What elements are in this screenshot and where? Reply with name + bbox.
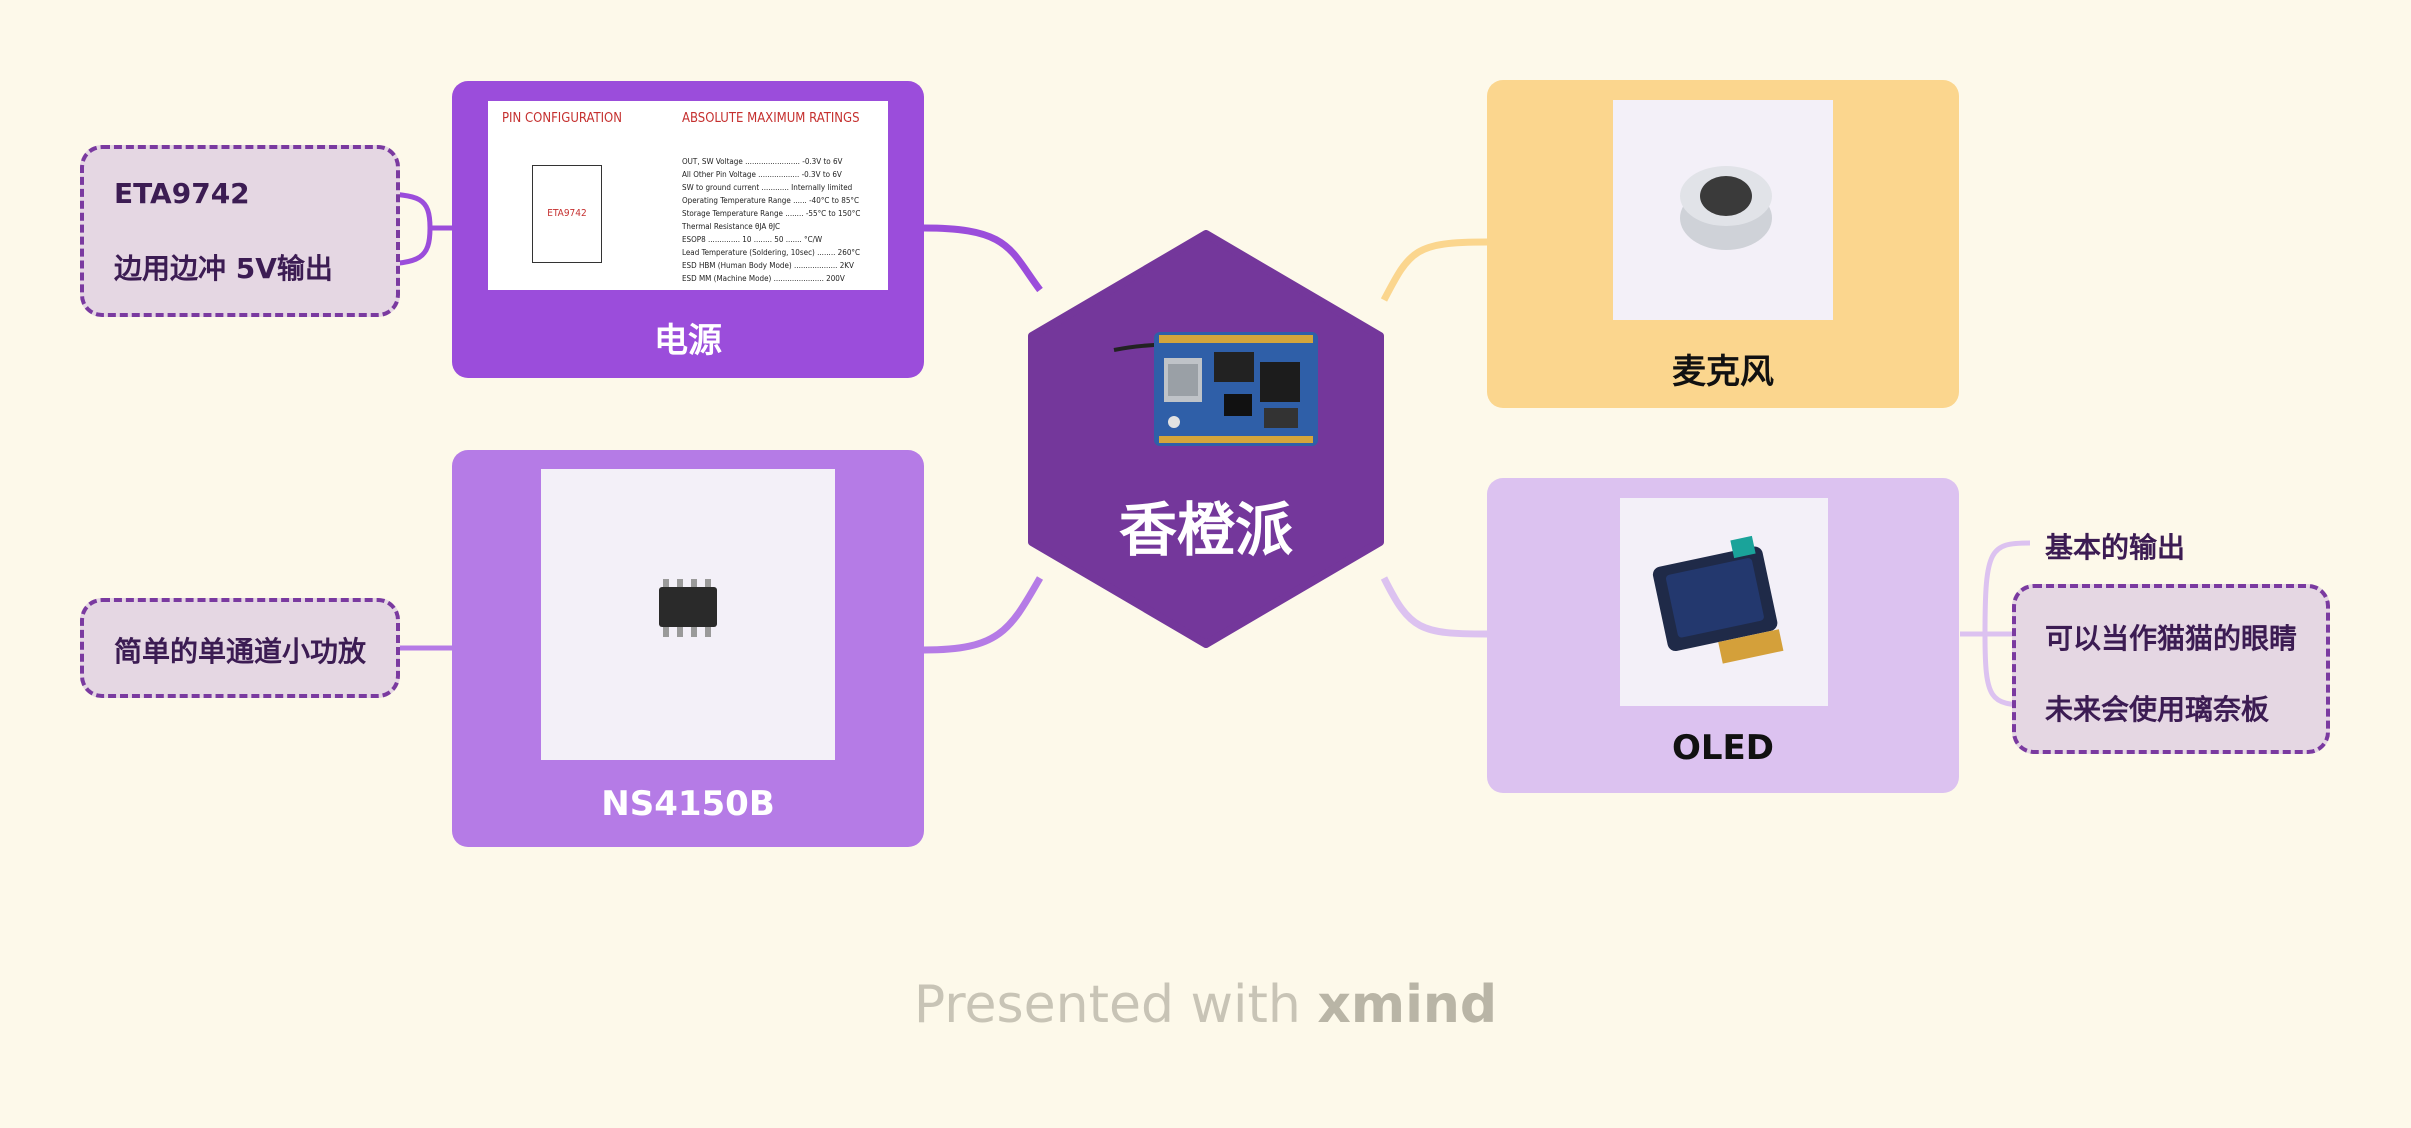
datasheet-line: ESOP8 .............. 10 ........ 50 ....… [682, 235, 823, 244]
datasheet-line: Thermal Resistance θJA θJC [682, 222, 781, 231]
central-topic[interactable]: 香橙派 [1024, 230, 1388, 648]
datasheet-line: OUT, SW Voltage ........................… [682, 157, 843, 166]
datasheet-line: ESD HBM (Human Body Mode) ..............… [682, 261, 854, 270]
orange-pi-board-image [1113, 332, 1318, 446]
topic-microphone[interactable]: 麦克风 [1487, 80, 1959, 408]
datasheet-chip-diagram: ETA9742 [532, 165, 602, 263]
leaf-eta9742[interactable]: ETA9742 [114, 177, 250, 210]
topic-ns4150b-title: NS4150B [601, 784, 775, 824]
xmind-logo-text: xmind [1317, 975, 1498, 1035]
oled-module-image [1620, 498, 1828, 706]
link-center-amp [923, 576, 1044, 654]
leaf-charge-while-use[interactable]: 边用边冲 5V输出 [114, 252, 333, 285]
topic-ns4150b[interactable]: NS4150B [452, 450, 924, 847]
topic-microphone-title: 麦克风 [1672, 352, 1774, 392]
topic-power[interactable]: PIN CONFIGURATION ABSOLUTE MAXIMUM RATIN… [452, 81, 924, 378]
datasheet-line: Lead Temperature (Soldering, 10sec) ....… [682, 248, 861, 257]
topic-oled[interactable]: OLED [1487, 478, 1959, 793]
datasheet-line: SW to ground current ............ Intern… [682, 183, 853, 192]
leaf-basic-output[interactable]: 基本的输出 [2045, 531, 2186, 564]
eta9742-datasheet-image: PIN CONFIGURATION ABSOLUTE MAXIMUM RATIN… [488, 101, 888, 290]
microphone-image [1613, 100, 1833, 320]
topic-oled-title: OLED [1671, 728, 1775, 768]
leaf-cat-eyes[interactable]: 可以当作猫猫的眼睛 [2045, 622, 2298, 655]
topic-power-title: 电源 [654, 321, 722, 361]
xmind-footer: Presented with xmind [0, 975, 2411, 1035]
ns4150b-chip-image [541, 469, 835, 760]
amp-leaf-group [80, 598, 400, 698]
leaf-rina-board[interactable]: 未来会使用璃奈板 [2045, 693, 2270, 726]
footer-prefix: Presented with [913, 975, 1301, 1035]
link-oled-leaves [1960, 540, 2031, 708]
link-center-mic [1380, 238, 1488, 302]
datasheet-pin-heading: PIN CONFIGURATION [502, 111, 623, 126]
oled-leaf-group [2012, 584, 2330, 754]
datasheet-line: Operating Temperature Range ...... -40°C… [682, 196, 860, 205]
datasheet-ratings-heading: ABSOLUTE MAXIMUM RATINGS [682, 111, 860, 126]
link-center-power [923, 224, 1043, 293]
central-topic-label: 香橙派 [1119, 496, 1293, 564]
datasheet-line: All Other Pin Voltage ..................… [682, 170, 842, 179]
datasheet-line: ESD MM (Machine Mode) ..................… [682, 274, 845, 283]
datasheet-line: Storage Temperature Range ........ -55°C… [682, 209, 861, 218]
link-center-oled [1380, 576, 1488, 638]
leaf-single-channel-amp[interactable]: 简单的单通道小功放 [114, 635, 367, 668]
datasheet-chip-label: ETA9742 [547, 208, 587, 219]
power-leaf-group [80, 145, 400, 317]
